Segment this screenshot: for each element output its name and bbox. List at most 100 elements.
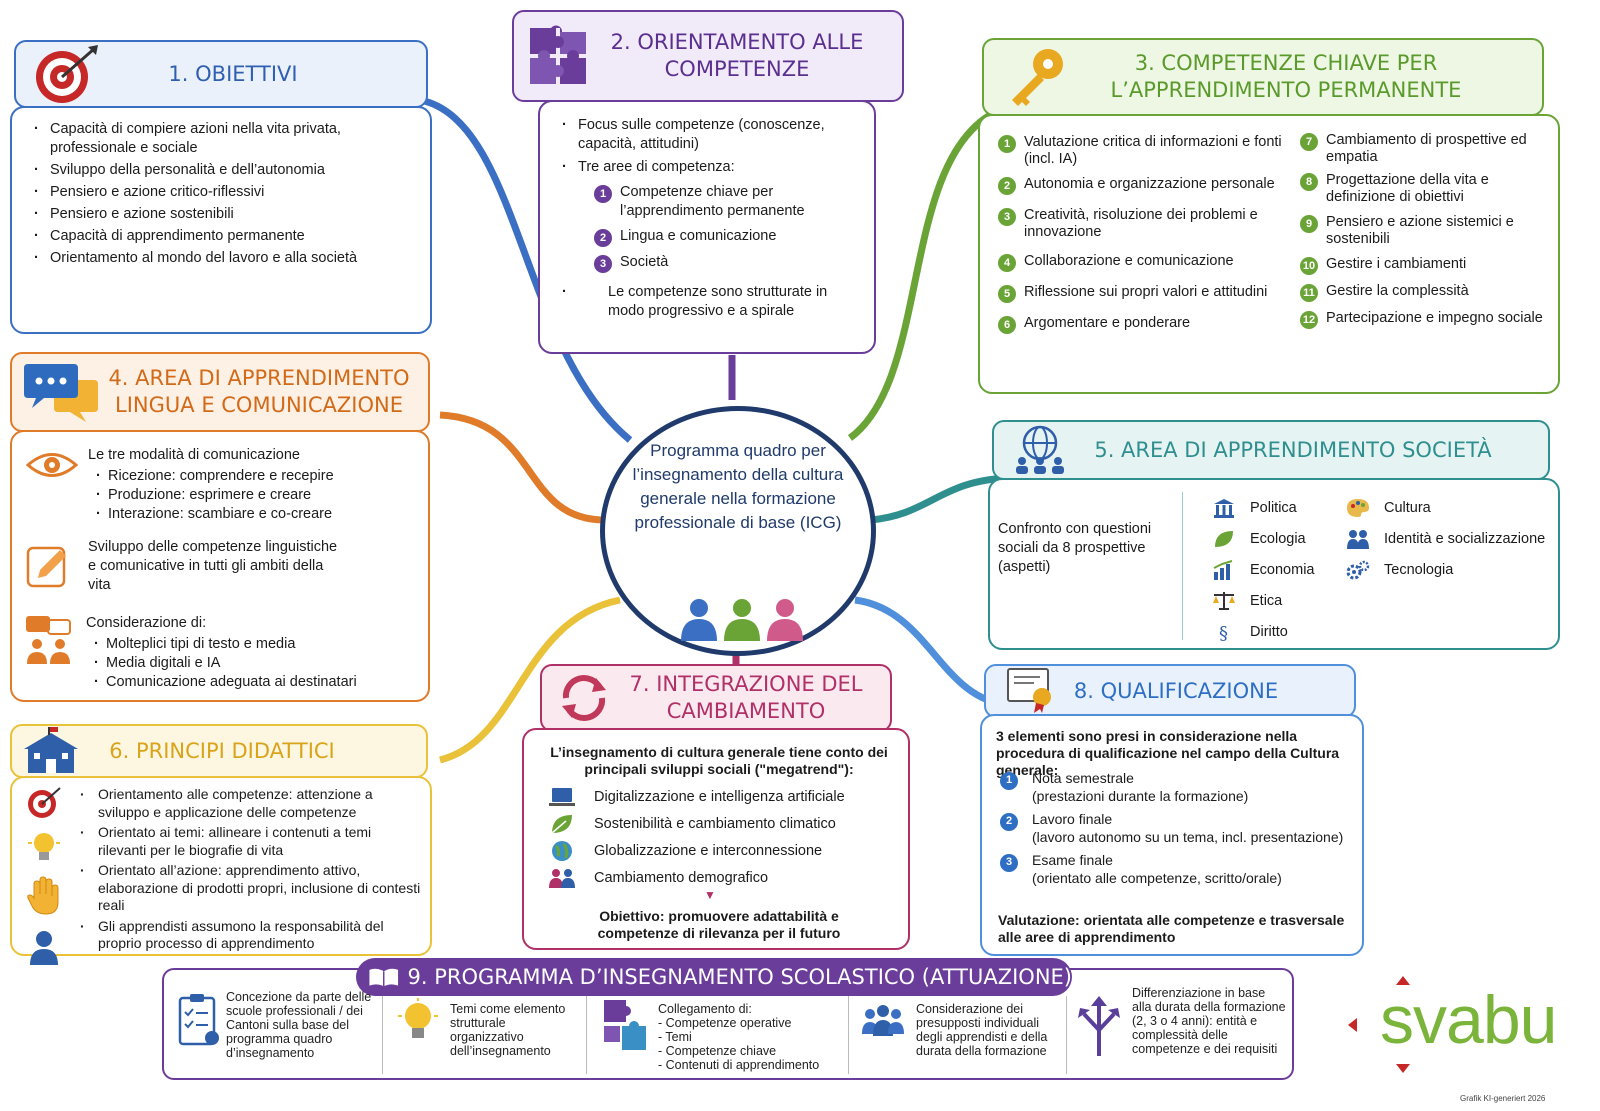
divider [848,996,849,1074]
area-label: Società [620,254,669,270]
logo-arrow-left-icon [1348,1018,1357,1032]
orientamento-area: 1 Competenze chiave per l’apprendimento … [594,183,860,221]
perspective-label: Economia [1250,561,1315,578]
programma-c5: Differenziazione in base alla durata del… [1132,986,1286,1056]
lingua-sviluppo: Sviluppo delle competenze linguistiche e… [88,539,338,593]
gears-icon [1346,560,1370,580]
competenza-item: 2 Autonomia e organizzazione personale [998,176,1288,195]
number-badge: 3 [998,208,1016,226]
integrazione-intro: L’insegnamento di cultura generale tiene… [550,744,888,777]
lightbulb-icon [398,998,438,1038]
leaf-icon [551,815,572,834]
eye-icon [26,453,78,477]
logo-text: svabu [1380,982,1557,1058]
programma-c3-item: - Competenze chiave [658,1044,777,1058]
qualificazione-header: 8. QUALIFICAZIONE [984,664,1356,718]
societa-box: Confronto con questioni sociali da 8 pro… [988,478,1560,650]
cycle-icon [562,675,606,721]
number-badge: 6 [998,316,1016,334]
qualificazione-intro: 3 elementi sono presi in considerazione … [996,728,1340,778]
perspective-item: Identità e socializzazione [1346,529,1556,549]
paragraph-icon: § [1212,622,1236,642]
number-badge: 2 [998,177,1016,195]
qualificazione-item-sub: (lavoro autonomo su un tema, incl. prese… [1032,828,1344,845]
leaf-icon [1212,529,1236,549]
principi-title: 6. PRINCIPI DIDATTICI [109,738,335,763]
programma-c2: Temi come elemento strutturale organizza… [450,1002,566,1058]
qualificazione-item-head: Lavoro finale [1032,811,1113,827]
lingua-modalita-head: Le tre modalità di comunicazione [88,447,300,463]
obiettivi-item: Capacità di compiere azioni nella vita p… [26,120,416,158]
number-badge: 2 [1000,813,1018,831]
perspective-item: Tecnologia [1346,560,1556,580]
number-badge: 1 [1000,772,1018,790]
perspective-label: Ecologia [1250,530,1306,547]
megatrend-label: Sostenibilità e cambiamento climatico [594,815,836,832]
megatrend-item: Sostenibilità e cambiamento climatico [548,813,898,835]
principi-header: 6. PRINCIPI DIDATTICI [10,724,428,778]
lingua-considerazione-item: Comunicazione adeguata ai destinatari [86,673,416,692]
number-badge: 9 [1300,215,1318,233]
building-icon [1212,498,1236,518]
societa-header: 5. AREA DI APPRENDIMENTO SOCIETÀ [992,420,1550,480]
megatrend-item: Digitalizzazione e intelligenza artifici… [548,786,898,808]
lingua-box: Le tre modalità di comunicazione Ricezio… [10,430,430,702]
programma-c3-head: Collegamento di: [658,1002,752,1016]
competenza-label: Autonomia e organizzazione personale [1024,176,1275,192]
competenza-label: Gestire i cambiamenti [1326,256,1467,272]
pencil-icon [26,546,66,588]
perspective-label: Cultura [1384,499,1431,516]
people-group-icon [862,1005,904,1036]
competenze-title: 3. COMPETENZE CHIAVE PER L’APPRENDIMENTO… [1110,51,1462,102]
obiettivi-item: Capacità di apprendimento permanente [26,227,416,246]
qualificazione-title: 8. QUALIFICAZIONE [1073,678,1279,703]
megatrend-item: Globalizzazione e interconnessione [548,840,898,862]
competenza-label: Valutazione critica di informazioni e fo… [1024,134,1282,167]
number-badge: 5 [998,285,1016,303]
target-icon [28,787,61,818]
perspective-label: Etica [1250,592,1283,609]
number-badge: 11 [1300,284,1318,302]
lingua-considerazione-item: Molteplici tipi di testo e media [86,635,416,654]
number-badge: 8 [1300,173,1318,191]
orientamento-box: Focus sulle competenze (conoscenze, capa… [538,100,876,354]
key-icon [1012,49,1063,106]
area-label: Competenze chiave per l’apprendimento pe… [620,184,805,219]
people-icon [549,869,575,888]
hand-icon [27,876,59,915]
integrazione-goal: Obiettivo: promuovere adattabilità e com… [597,908,841,941]
megatrend-label: Cambiamento demografico [594,869,769,886]
perspective-item: Cultura [1346,498,1556,518]
integrazione-header: 7. INTEGRAZIONE DEL CAMBIAMENTO [540,664,892,732]
number-badge: 3 [594,255,612,273]
programma-c3-item: - Contenuti di apprendimento [658,1058,820,1072]
competenza-label: Cambiamento di prospettive ed empatia [1326,132,1527,165]
qualificazione-item-sub: (prestazioni durante la formazione) [1032,787,1249,804]
obiettivi-item: Pensiero e azione sostenibili [26,205,416,224]
divider [586,996,587,1074]
lingua-considerazione-head: Considerazione di: [86,615,207,631]
perspective-item: Ecologia [1212,529,1362,549]
orientamento-title: 2. ORIENTAMENTO ALLE COMPETENZE [610,30,864,81]
school-icon [24,727,78,773]
principi-box: Orientamento alle competenze: attenzione… [10,776,432,965]
divider [1066,996,1067,1074]
perspective-label: Identità e socializzazione [1384,530,1546,547]
orientamento-area: 2 Lingua e comunicazione [594,227,860,247]
competenza-label: Gestire la complessità [1326,283,1469,299]
svabu-logo: svabu [1348,976,1588,1076]
obiettivi-item: Sviluppo della personalità e dell’autono… [26,161,416,180]
obiettivi-header: 1. OBIETTIVI [14,40,428,108]
competenza-label: Progettazione della vita e definizione d… [1326,172,1489,205]
perspective-item: §Diritto [1212,622,1362,642]
